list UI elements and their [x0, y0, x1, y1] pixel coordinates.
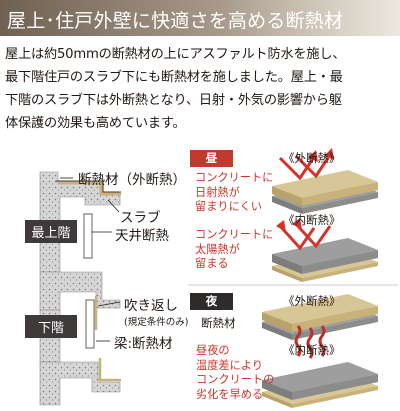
- caption-night-inner: 《内断熱》: [283, 343, 341, 357]
- description-line: 屋上は約50mmの断熱材の上にアスファルト防水を施し、: [5, 47, 346, 62]
- day-inner-insulation-side: [272, 266, 302, 282]
- spandrel-insulation: [85, 299, 95, 349]
- day-inner-concrete-front: [302, 250, 378, 274]
- note-night-inner: 昼夜の 温度差により コンクリートの 劣化を早める: [196, 344, 275, 401]
- roof-membrane: [56, 180, 121, 193]
- roof-insulation: [58, 181, 121, 196]
- night-inner-insulation-side: [262, 392, 292, 408]
- description-line: 体保護の効果も高めています。: [5, 116, 186, 131]
- label-night-insulation: 断熱材: [201, 316, 236, 330]
- day-outer-insulation-front: [302, 182, 378, 206]
- description-line: 最下階住戸のスラブ下にも断熱材を施しました。屋上・最: [5, 70, 343, 85]
- tag-night: 夜: [190, 293, 233, 310]
- description-line: 下階のスラブ下は外断熱となり、日射・外気の影響から躯: [5, 93, 342, 108]
- night-outer-insulation-side: [262, 312, 292, 332]
- bottom-slab: [39, 361, 121, 406]
- label-ceiling-insulation: 天井断熱: [115, 228, 169, 244]
- night-inner-concrete-side: [262, 380, 292, 400]
- description: 屋上は約50mmの断熱材の上にアスファルト防水を施し、 最下階住戸のスラブ下にも…: [5, 43, 397, 135]
- bottom-insulation: [98, 358, 121, 382]
- night-inner-concrete-front: [292, 374, 378, 400]
- ceiling-insulation: [83, 213, 93, 259]
- heat-wave: [318, 325, 326, 357]
- label-slab: スラブ: [120, 210, 161, 226]
- day-outer-insulation-side: [272, 186, 302, 206]
- day-outer-insulation: [272, 170, 378, 198]
- caption-day-inner: 《内断熱》: [283, 213, 341, 227]
- night-outer-concrete-side: [262, 322, 292, 340]
- title-bar: 屋上･住戸外壁に快適さを高める断熱材: [0, 0, 400, 36]
- tag-top-floor: 最上階: [25, 220, 77, 243]
- heat-wave: [306, 327, 314, 359]
- day-inner-concrete: [272, 238, 378, 266]
- tag-day: 昼: [190, 150, 233, 167]
- day-outer-concrete-front: [302, 192, 378, 214]
- heat-wave: [294, 325, 302, 357]
- note-day-outer: コンクリートに 日射熱が 留まりにくい: [195, 171, 274, 213]
- caption-night-outer: 《外断熱》: [283, 294, 341, 308]
- note-day-inner: コンクリートに 太陽熱が 留まる: [195, 228, 274, 270]
- day-inner-insulation-front: [302, 262, 378, 282]
- night-outer-insulation-front: [292, 306, 378, 332]
- tag-bottom-floor: 下階: [25, 315, 77, 338]
- night-outer-concrete-front: [292, 316, 378, 340]
- caption-day-outer: 《外断熱》: [283, 151, 341, 165]
- page-title: 屋上･住戸外壁に快適さを高める断熱材: [7, 10, 344, 32]
- label-beam-insulation: 梁:断熱材: [114, 336, 173, 352]
- night-outer-insulation: [262, 294, 378, 324]
- day-outer-concrete-side: [272, 196, 302, 214]
- label-spandrel: 吹き返し: [124, 298, 178, 314]
- night-inner-insulation-front: [292, 386, 378, 408]
- night-inner-concrete: [262, 362, 378, 392]
- label-spandrel-note: (規定条件のみ): [124, 317, 189, 328]
- label-outer-insulation: 断熱材（外断熱）: [78, 172, 186, 188]
- day-inner-concrete-side: [272, 254, 302, 274]
